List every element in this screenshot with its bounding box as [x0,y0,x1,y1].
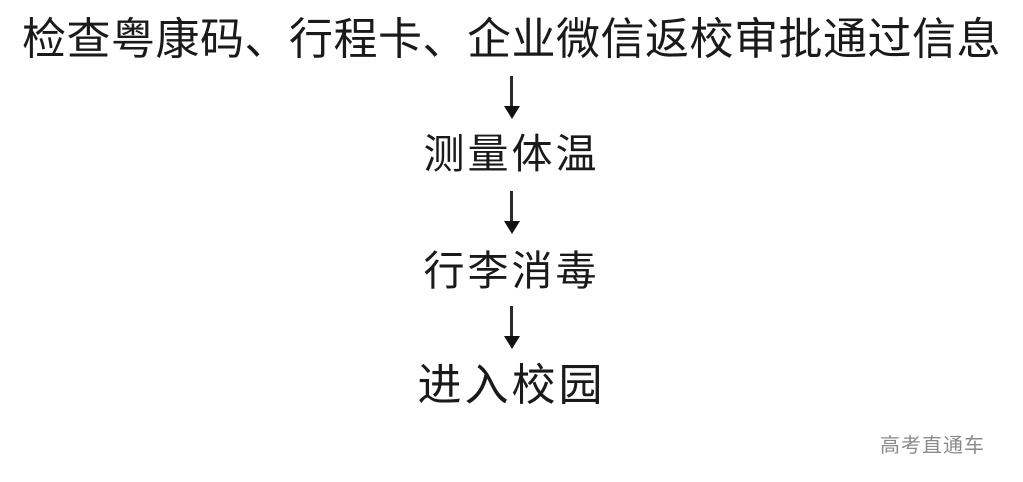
arrow-head [503,106,520,119]
arrow-shaft [510,76,513,109]
flow-step-check-codes: 检查粤康码、行程卡、企业微信返校审批通过信息 [22,14,1001,65]
arrow-head [503,221,520,234]
arrow-down-icon-2 [500,191,524,235]
arrow-down-icon-1 [500,76,524,120]
watermark-label: 高考直通车 [880,433,985,457]
arrow-head [503,336,520,349]
flow-step-luggage-disinfection: 行李消毒 [423,247,600,295]
flow-step-measure-temperature: 测量体温 [423,130,600,178]
flow-step-enter-campus: 进入校园 [417,360,606,411]
arrow-shaft [510,306,513,339]
arrow-shaft [510,191,513,224]
arrow-down-icon-3 [500,306,524,350]
